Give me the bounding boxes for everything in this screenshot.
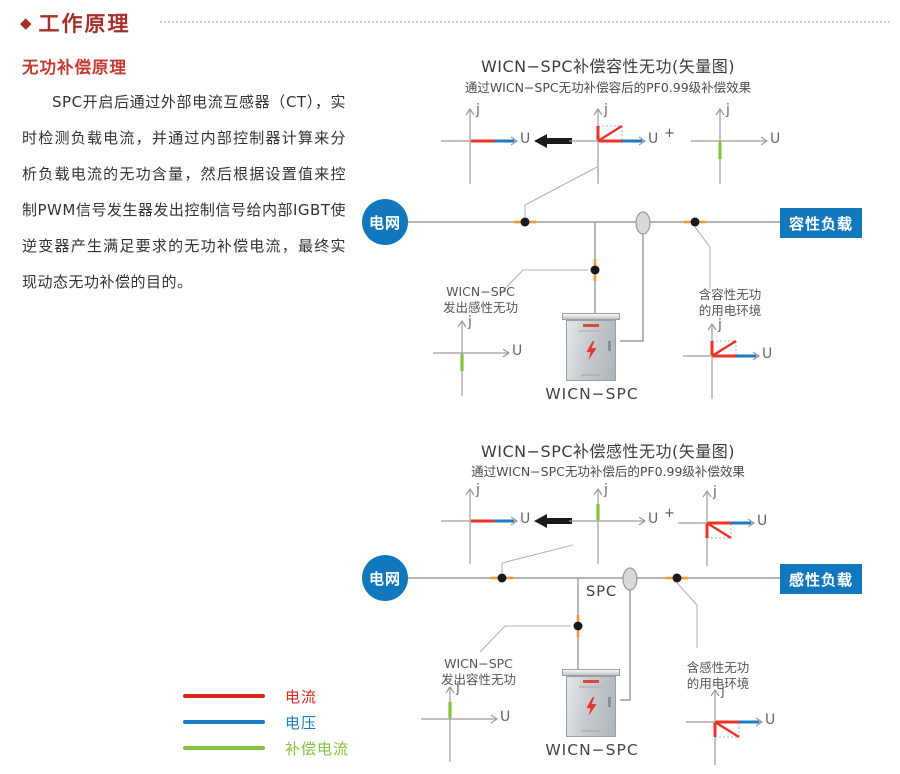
- section-header: ◆ 工作原理: [20, 8, 131, 38]
- arrow-left-icon: [534, 514, 572, 528]
- env-annotation-capacitive: 含容性无功 的用电环境: [698, 287, 762, 318]
- u-axis-label: U: [762, 346, 773, 362]
- device-label-capacitive: WICN−SPC: [545, 385, 639, 403]
- u-axis-label: U: [512, 343, 523, 359]
- cabinet-handle: [608, 341, 611, 351]
- legend: 电流 电压 补偿电流: [183, 687, 349, 765]
- grid-node-capacitive: 电网: [362, 199, 408, 245]
- u-axis-label: U: [648, 131, 659, 147]
- legend-label: 补偿电流: [285, 739, 350, 758]
- j-axis-label: j: [718, 317, 722, 333]
- cabinet-lid: [562, 313, 620, 320]
- j-axis-label: j: [476, 102, 480, 118]
- subsection-title: 无功补偿原理: [22, 58, 127, 77]
- u-axis-label: U: [520, 511, 531, 527]
- lightning-bolt-icon: [586, 340, 597, 360]
- u-axis-label: U: [520, 131, 531, 147]
- diamond-icon: ◆: [20, 14, 32, 32]
- j-axis-label: j: [456, 680, 460, 696]
- vector-plot-env-capacitive: j U: [677, 317, 777, 406]
- j-axis-label: j: [721, 683, 725, 699]
- vector-plot-emit-capacitive: j U: [415, 680, 515, 769]
- load-label: 容性负载: [788, 214, 853, 233]
- vector-plot-env-inductive: j U: [680, 683, 780, 772]
- legend-item-compensation-current: 补偿电流: [183, 739, 350, 758]
- j-axis-label: j: [604, 482, 608, 498]
- j-axis-label: j: [468, 314, 472, 330]
- arrow-left-icon: [534, 134, 572, 148]
- u-axis-label: U: [500, 709, 511, 725]
- grid-node-inductive: 电网: [362, 555, 408, 601]
- current-line-swatch: [183, 694, 265, 698]
- spc-cabinet: [562, 669, 620, 739]
- inductive-diagram-title: WICN−SPC补偿感性无功(矢量图): [480, 442, 736, 461]
- emit-annotation-inductive: WICN−SPC 发出容性无功: [440, 656, 516, 687]
- dotted-divider: [160, 21, 890, 23]
- lightning-bolt-icon: [586, 696, 597, 716]
- u-axis-label: U: [648, 511, 659, 527]
- j-axis-label: j: [713, 484, 717, 500]
- vector-plot-emit-inductive: j U: [427, 314, 527, 403]
- spc-label: SPC: [586, 584, 618, 600]
- section-title: 工作原理: [38, 12, 131, 36]
- u-axis-label: U: [765, 712, 776, 728]
- vector-plot-load-inductive: j U: [672, 484, 772, 573]
- cabinet-handle: [608, 697, 611, 707]
- ct-ellipse: [622, 567, 638, 591]
- grid-label: 电网: [368, 213, 401, 232]
- load-label: 感性负载: [788, 570, 853, 589]
- capacitive-diagram-subtitle: 通过WICN−SPC无功补偿容后的PF0.99级补偿效果: [464, 80, 752, 95]
- vector-plot-load-capacitive: j U +: [563, 102, 675, 191]
- u-axis-label: U: [770, 131, 781, 147]
- vector-plot-result-capacitive: j U: [435, 102, 535, 191]
- voltage-line-swatch: [183, 720, 265, 724]
- legend-label: 电压: [285, 713, 318, 732]
- u-axis-label: U: [757, 513, 768, 529]
- emit-annotation-capacitive: WICN−SPC 发出感性无功: [442, 284, 518, 315]
- vector-plot-result-inductive: j U: [435, 482, 535, 571]
- j-axis-label: j: [604, 102, 608, 118]
- legend-label: 电流: [285, 687, 318, 706]
- capacitive-load-box: 容性负载: [780, 208, 862, 238]
- vector-plot-compensation-inductive: j U: [685, 102, 785, 191]
- cabinet-body: [566, 320, 616, 381]
- legend-item-voltage: 电压: [183, 713, 349, 732]
- cabinet-lid: [562, 669, 620, 676]
- capacitive-circuit: [407, 166, 782, 342]
- spc-cabinet: [562, 313, 620, 383]
- cabinet-body: [566, 676, 616, 737]
- legend-item-current: 电流: [183, 687, 349, 706]
- inductive-load-box: 感性负载: [780, 564, 862, 594]
- inductive-circuit: [407, 544, 782, 701]
- intro-paragraph: SPC开启后通过外部电流互感器（CT），实时检测负载电流，并通过内部控制器计算来…: [22, 93, 346, 291]
- device-label-inductive: WICN−SPC: [545, 741, 639, 759]
- j-axis-label: j: [476, 482, 480, 498]
- inductive-diagram-subtitle: 通过WICN−SPC无功补偿后的PF0.99级补偿效果: [471, 464, 745, 479]
- capacitive-diagram-title: WICN−SPC补偿容性无功(矢量图): [480, 57, 736, 76]
- compensation-line-swatch: [183, 746, 265, 750]
- j-axis-label: j: [726, 102, 730, 118]
- plus-sign: +: [664, 126, 675, 141]
- env-annotation-inductive: 含感性无功 的用电环境: [686, 660, 750, 691]
- ct-ellipse: [635, 211, 651, 235]
- plus-sign: +: [664, 506, 675, 521]
- vector-plot-compensation-capacitive: j U +: [563, 482, 675, 571]
- grid-label: 电网: [368, 569, 401, 588]
